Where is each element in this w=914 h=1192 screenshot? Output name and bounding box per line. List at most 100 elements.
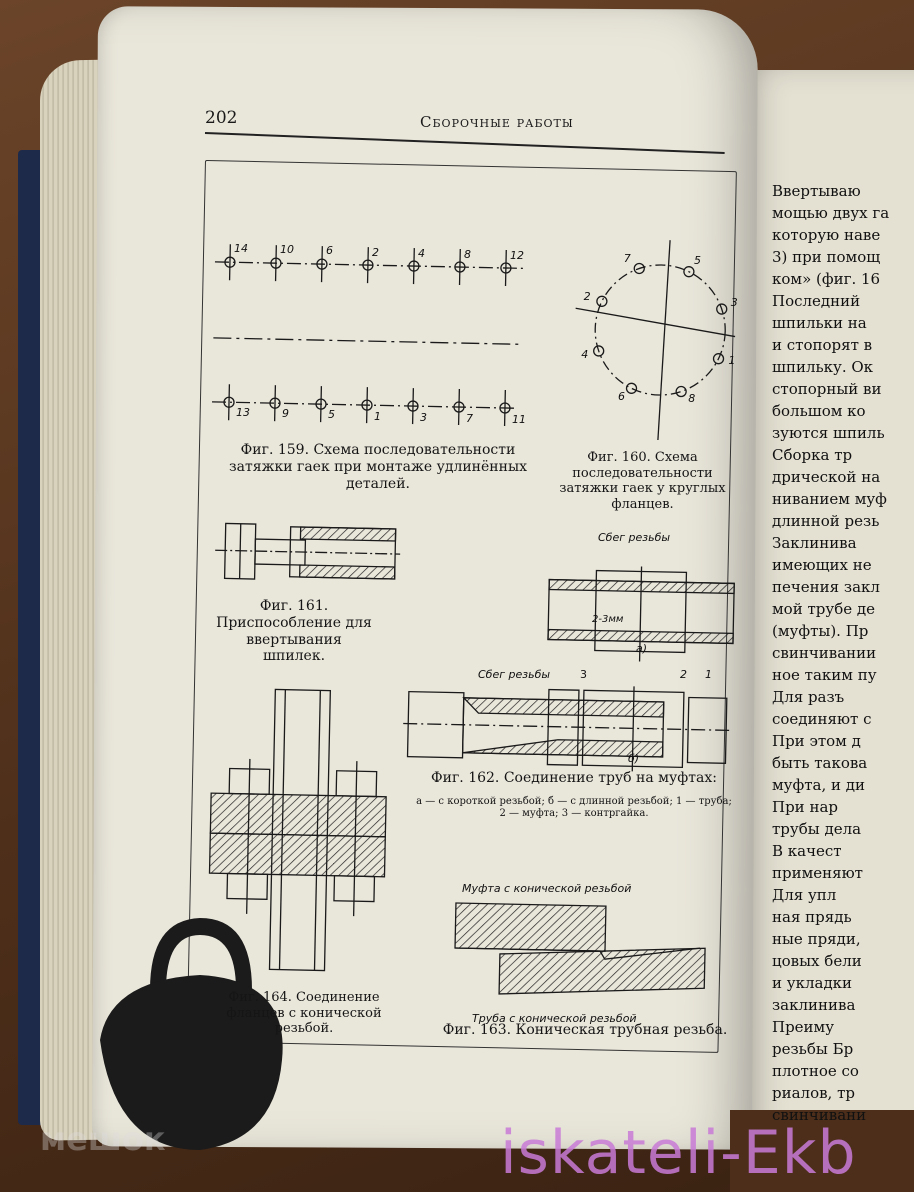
text-line: ниванием муф <box>772 490 887 508</box>
bolt-number: 3 <box>420 410 427 424</box>
text-line: Для разъ <box>772 688 845 706</box>
caption-fig164: Фиг. 164. Соединение фланцев с коническо… <box>226 990 382 1037</box>
bolt-number: 8 <box>464 248 471 261</box>
label-coupling-conical: Муфта с конической резьбой <box>462 882 632 895</box>
fig161-stud-tool <box>215 522 401 580</box>
watermark: iskateli-Ekb <box>500 1118 857 1188</box>
flange-hole-number: 7 <box>623 251 631 265</box>
text-line: В качест <box>772 842 842 860</box>
bolt-axis <box>365 387 369 424</box>
flange-hole <box>683 266 695 278</box>
flange-hole-number: 2 <box>583 290 591 304</box>
flange-hole <box>716 303 728 315</box>
text-line: 3) при помощ <box>772 248 881 266</box>
bolt-axis <box>458 249 461 286</box>
text-line: Сборка тр <box>772 446 853 464</box>
flange-hole <box>675 385 687 398</box>
fig160-flange <box>575 240 736 441</box>
bolt-number: 9 <box>282 407 289 421</box>
bolt-axis <box>320 246 323 283</box>
fig164-flange-joint <box>208 688 387 972</box>
padlock <box>100 918 283 1150</box>
label-thread-runout-b: Сбег резьбы <box>478 668 551 681</box>
flange-hole-number: 6 <box>617 389 625 403</box>
bolt-number: 2 <box>372 245 379 259</box>
bolt-axis <box>273 385 277 422</box>
text-line: большом ко <box>772 402 866 420</box>
text-line: шпильку. Ок <box>772 358 874 376</box>
bolt-number: 13 <box>236 406 250 419</box>
text-line: дрической на <box>772 468 881 486</box>
text-line: свинчивании <box>772 644 877 662</box>
text-line: мощью двух га <box>772 204 890 222</box>
watermark-left: мешок <box>40 1120 166 1158</box>
text-line: Заклинива <box>772 534 857 552</box>
subcaption-fig162: а — с короткой резьбой; б — с длинной ре… <box>416 796 732 819</box>
text-line: Ввертываю <box>772 182 861 200</box>
bolt-axis <box>366 247 369 284</box>
right-page-text-column: Ввертываю мощью двух га которую наве 3) при… <box>772 180 914 1126</box>
bolt-number: 5 <box>328 408 335 422</box>
text-line: быть такова <box>772 754 868 772</box>
text-line: заклинива <box>772 996 856 1014</box>
bolt-axis <box>228 244 231 281</box>
text-line: которую наве <box>772 226 881 244</box>
text-line: длинной резь <box>772 512 880 530</box>
text-line: ная прядь <box>772 908 852 926</box>
bolt-number: 14 <box>234 242 248 255</box>
bolt-number: 1 <box>374 409 381 423</box>
bolt-axis <box>274 245 277 282</box>
text-line: соединяют с <box>772 710 872 728</box>
label-b: б) <box>628 752 640 765</box>
text-line: риалов, тр <box>772 1084 855 1102</box>
text-line: применяют <box>772 864 863 882</box>
label-thread-runout-a: Сбег резьбы <box>598 531 671 544</box>
bolt-number: 6 <box>326 244 333 258</box>
text-line: печения закл <box>772 578 880 596</box>
bolt-axis <box>412 248 415 285</box>
label-a: а) <box>636 642 648 655</box>
caption-fig163: Фиг. 163. Коническая трубная резьба. <box>442 1022 728 1038</box>
right-page <box>735 70 914 1150</box>
text-line: ные пряди, <box>772 930 861 948</box>
fig163-conical-thread <box>454 902 706 995</box>
label-num-2: 2 <box>680 668 687 681</box>
text-line: трубы дела <box>772 820 862 838</box>
text-line: стопорный ви <box>772 380 882 398</box>
text-line: цовых бели <box>772 952 862 970</box>
text-line: и стопорят в <box>772 336 873 354</box>
bolt-axis <box>457 389 460 426</box>
text-line: резьбы Бр <box>772 1040 854 1058</box>
caption-fig159: Фиг. 159. Схема последовательности затяж… <box>229 442 527 492</box>
bolt-axis <box>504 249 507 286</box>
caption-fig161: Фиг. 161. Приспособление для ввертывания… <box>216 598 372 665</box>
text-line: шпильки на <box>772 314 867 332</box>
flange-hole-number: 8 <box>688 392 696 406</box>
bolt-number: 7 <box>466 412 473 425</box>
bolt-axis <box>411 388 415 425</box>
text-line: и укладки <box>772 974 853 992</box>
bolt-number: 4 <box>418 246 425 260</box>
text-line: Для упл <box>772 886 837 904</box>
caption-fig162: Фиг. 162. Соединение труб на муфтах: <box>431 770 717 786</box>
flange-hole <box>625 382 638 394</box>
flange-hole-number: 4 <box>581 347 589 361</box>
flange-hole <box>712 353 725 365</box>
text-line: плотное со <box>772 1062 859 1080</box>
caption-fig160: Фиг. 160. Схема последовательности затяж… <box>559 450 726 512</box>
text-line: При нар <box>772 798 838 816</box>
label-num-3: 3 <box>580 668 587 681</box>
text-line: свинчивани <box>772 1106 867 1124</box>
text-line: При этом д <box>772 732 861 750</box>
bolt-axis <box>503 389 506 427</box>
bolt-number: 11 <box>512 413 526 427</box>
bolt-number: 12 <box>510 249 524 263</box>
flange-hole-number: 1 <box>728 353 736 367</box>
flange-hole <box>633 262 645 275</box>
text-line: мой трубе де <box>772 600 875 618</box>
flange-hole-number: 5 <box>694 254 701 268</box>
text-line: зуются шпиль <box>772 424 885 442</box>
fig159-bolt-rows <box>212 244 525 427</box>
